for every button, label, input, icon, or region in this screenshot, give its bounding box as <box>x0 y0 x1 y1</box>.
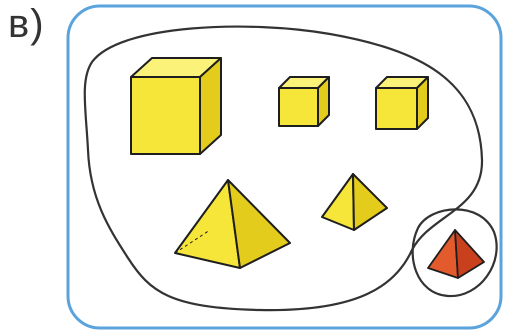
outer-frame <box>68 6 501 328</box>
large-cube <box>131 58 221 154</box>
small-cube-1 <box>279 77 329 126</box>
small-cube-2 <box>376 77 428 129</box>
